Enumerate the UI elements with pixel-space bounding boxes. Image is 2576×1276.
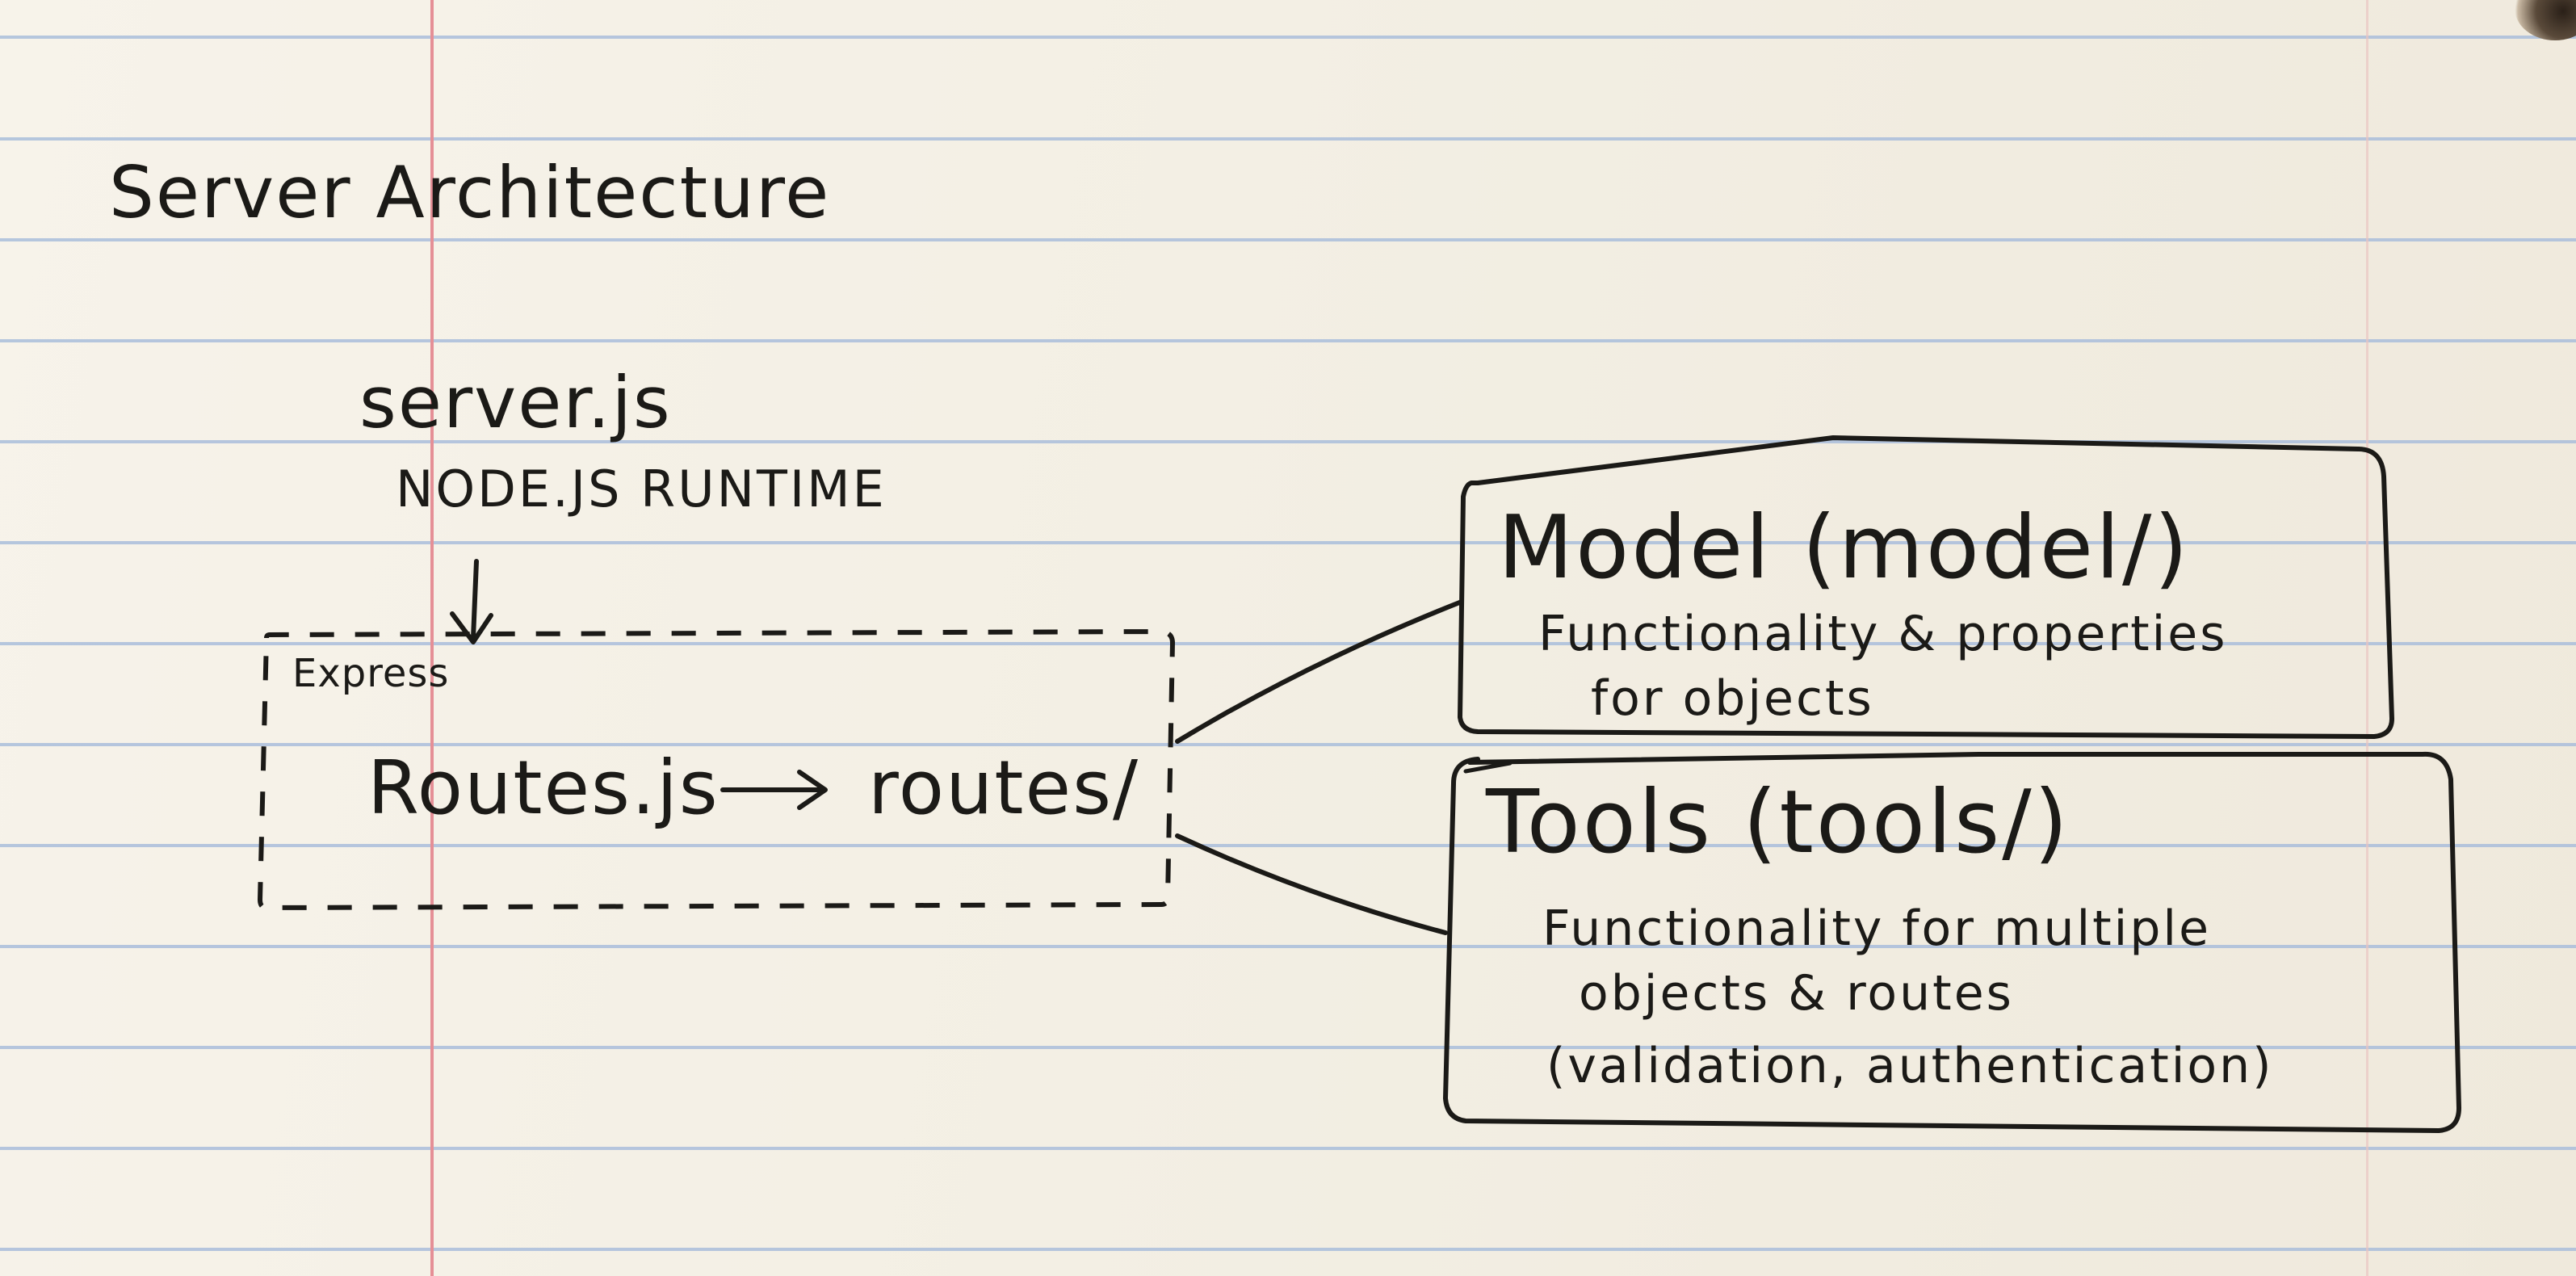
express-container <box>258 629 1175 910</box>
tools-desc-line3: (validation, authentication) <box>1546 1038 2274 1094</box>
rule-line <box>0 238 2576 241</box>
tools-desc-line1: Functionality for multiple <box>1542 900 2211 957</box>
tools-box-corner-mark <box>1463 761 1512 774</box>
rule-line <box>0 541 2576 544</box>
margin-line <box>430 0 434 1276</box>
rule-line <box>0 137 2576 141</box>
page-title: Server Architecture <box>109 151 831 234</box>
tools-desc-line2: objects & routes <box>1579 965 2014 1022</box>
rule-line <box>0 1046 2576 1049</box>
tools-box <box>1443 751 2461 1133</box>
rule-line <box>0 844 2576 847</box>
express-label: Express <box>292 651 450 696</box>
runtime-label: NODE.JS RUNTIME <box>396 460 887 518</box>
routes-dir-label: routes/ <box>868 745 1139 831</box>
tools-title: Tools (tools/) <box>1486 772 2070 873</box>
right-margin-line <box>2366 0 2368 1276</box>
rule-line <box>0 743 2576 746</box>
rule-line <box>0 36 2576 39</box>
model-title: Model (model/) <box>1498 497 2191 598</box>
connector-to-tools <box>1175 833 1448 935</box>
routes-file-label: Routes.js <box>367 745 720 831</box>
rule-line <box>0 339 2576 342</box>
rule-line <box>0 1248 2576 1251</box>
routes-arrow-head <box>797 770 828 810</box>
model-desc-line1: Functionality & properties <box>1538 606 2228 662</box>
rule-line <box>0 945 2576 948</box>
rule-line <box>0 440 2576 443</box>
model-desc-line2: for objects <box>1591 670 1874 727</box>
rule-line <box>0 642 2576 645</box>
rule-line <box>0 1147 2576 1150</box>
server-file-label: server.js <box>359 361 672 444</box>
model-box <box>1458 435 2394 739</box>
connector-to-model <box>1175 599 1464 744</box>
server-to-express-arrow <box>471 559 479 640</box>
arrow-head <box>450 611 493 644</box>
